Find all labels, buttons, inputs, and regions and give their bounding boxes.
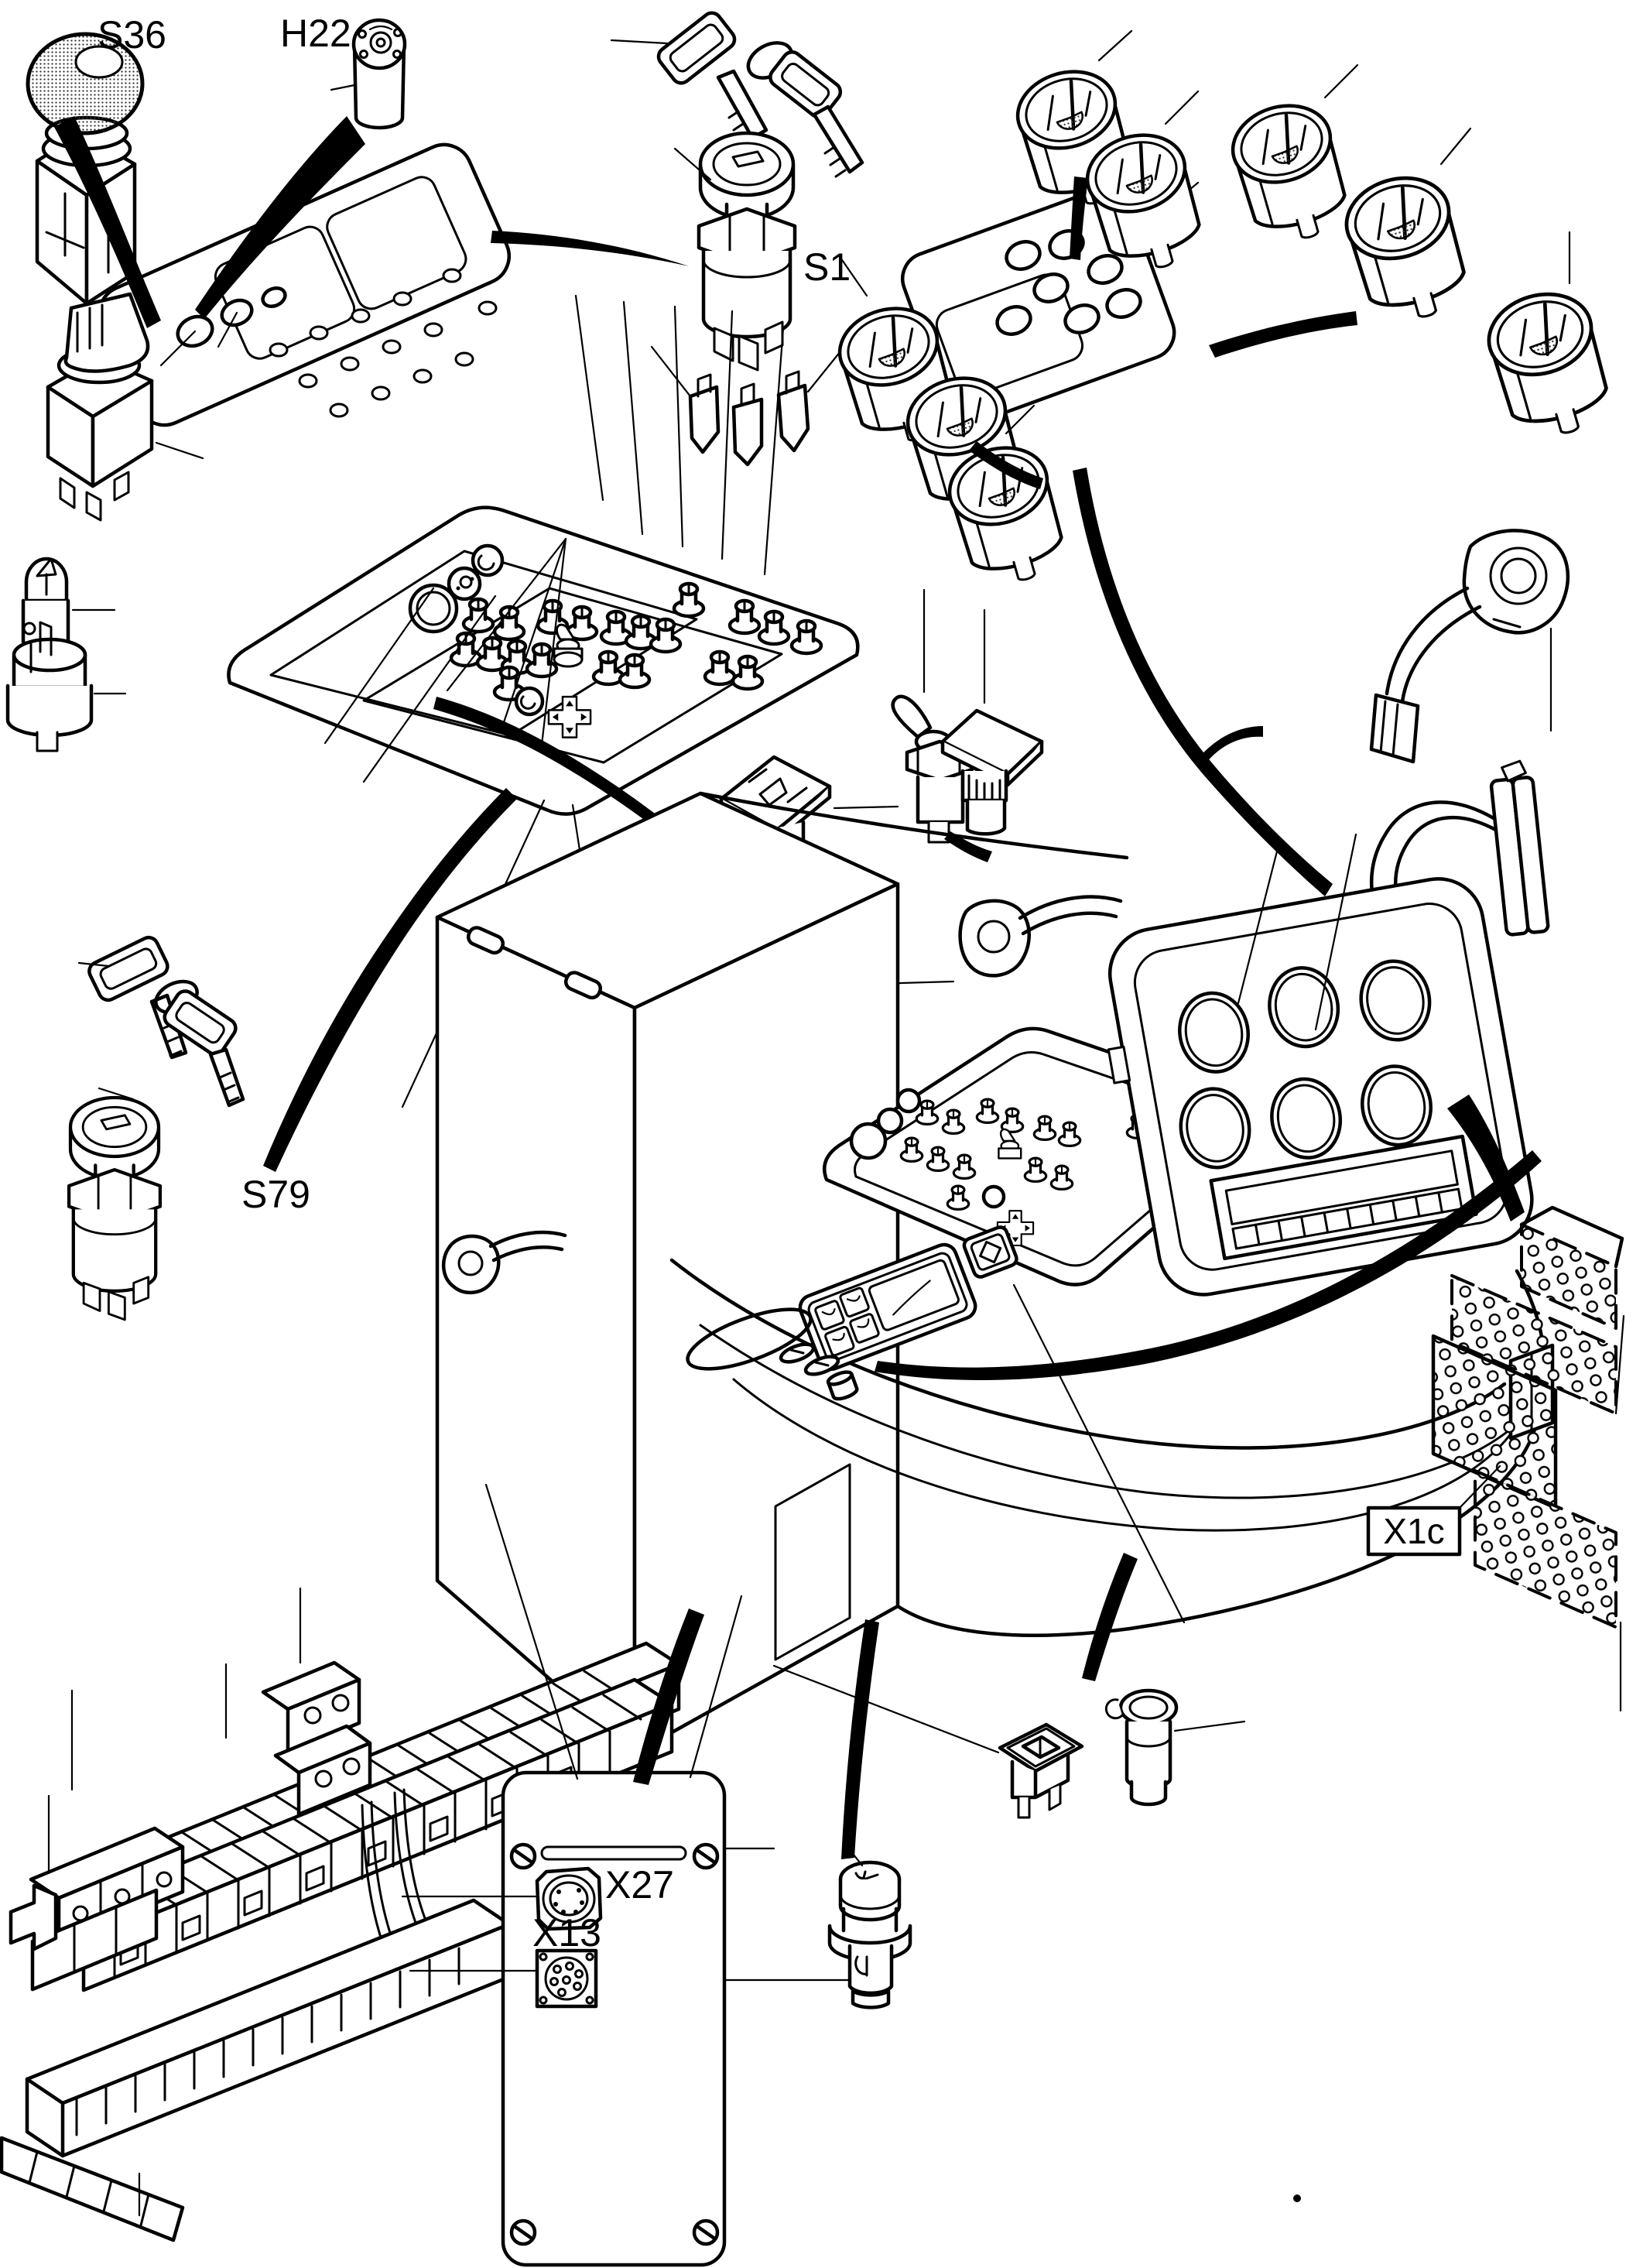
gauge-leader-lines (837, 29, 1571, 435)
key-set-s79 (77, 935, 245, 1108)
instrument-pod (1107, 877, 1534, 1297)
panel-toggle-switch (553, 623, 584, 668)
label-x1c: X1c (1383, 1511, 1444, 1551)
bulb-socket-left (5, 621, 127, 752)
label-h22: H22 (280, 12, 351, 55)
stray-dot (1293, 2194, 1301, 2202)
panel-leader-lines (401, 1483, 851, 1982)
arrow-small-toggle (944, 831, 992, 862)
arrow-from-h22 (195, 116, 365, 319)
arrow-to-s1 (491, 231, 689, 266)
leader-line (772, 1664, 1000, 1754)
leader-line (98, 1087, 135, 1101)
arrow-plate-down (969, 441, 1043, 489)
label-x27: X27 (605, 1863, 674, 1907)
connector-x27 (535, 1866, 603, 1931)
label-s79: S79 (241, 1173, 310, 1216)
arrow-small-pod (1198, 726, 1263, 763)
leader-line (673, 147, 712, 181)
lamp-socket-cable-right (1369, 529, 1570, 764)
leader-line (330, 84, 356, 91)
lamp-holder-console-left (442, 1230, 567, 1294)
leader-line (1458, 1465, 1501, 1509)
lamp-holder-near-pod (958, 895, 1123, 978)
rocker-switch-bottom (772, 1664, 1084, 1819)
rear-connector-panel: X27 X13 (401, 1483, 851, 2267)
pod-display-window (1224, 1149, 1459, 1226)
splined-square-button (940, 608, 1044, 836)
arrow-to-lighter (841, 1619, 879, 1859)
arrow-plate-to-gauge (1209, 311, 1357, 358)
panel-slot (540, 1845, 687, 1861)
buzzer-h22: H22 (280, 12, 407, 130)
arrow-console-sweep (875, 1150, 1542, 1380)
plate-holes (269, 268, 498, 418)
console-square-button (962, 1225, 1018, 1279)
cigarette-lighter (827, 1842, 912, 2009)
arrow-cluster-to-pod (1073, 468, 1333, 896)
indicator-bulb-left (21, 557, 116, 651)
console-keypad-plate (798, 1242, 977, 1371)
console-oval-cutouts (686, 1307, 859, 1401)
pod-gauge-holes (1178, 959, 1433, 1170)
din-rail-end (9, 1883, 58, 1951)
arrow-to-panel (633, 1608, 704, 1785)
cable-duct-small (0, 2136, 185, 2242)
rotary-knob-switch (46, 292, 204, 522)
lighter-socket (1104, 1688, 1246, 1807)
leader-line (1173, 1720, 1246, 1732)
arrow-gauge-to-plate (1070, 176, 1088, 260)
leader-line (77, 961, 110, 968)
label-s1: S1 (803, 245, 851, 289)
key-switch-s79: S79 (67, 1087, 310, 1321)
relay-socket-modules (261, 1660, 372, 1817)
console-mini-toggle (998, 1128, 1022, 1160)
terminal-block-strip (44, 1641, 681, 1992)
arrow-to-socket (1082, 1553, 1138, 1681)
ignition-switch-s1: S1 (650, 131, 851, 467)
bulb-mounting-plate (98, 142, 511, 427)
console-body (435, 791, 1555, 1756)
key-set-top (610, 11, 864, 178)
label-x13: X13 (532, 1911, 601, 1955)
leader-line (155, 441, 204, 460)
arrow-to-s79 (263, 788, 517, 1172)
leader-line (610, 39, 669, 45)
terminal-end-modules (9, 1826, 185, 1992)
label-box-x1c (1366, 1506, 1462, 1557)
spade-connectors (650, 342, 848, 467)
label-s36: S36 (98, 13, 166, 57)
switch-panel-plate (227, 294, 860, 1108)
leader-line (833, 805, 899, 810)
connector-x13 (535, 1948, 598, 2009)
toggle-switch-center (891, 588, 974, 844)
connector-block-x1c: X1c (1366, 1205, 1625, 1712)
pod-leader-lines (1012, 833, 1357, 1624)
arrow-to-s36 (54, 116, 161, 328)
arrow-to-x1c (1447, 1095, 1525, 1221)
